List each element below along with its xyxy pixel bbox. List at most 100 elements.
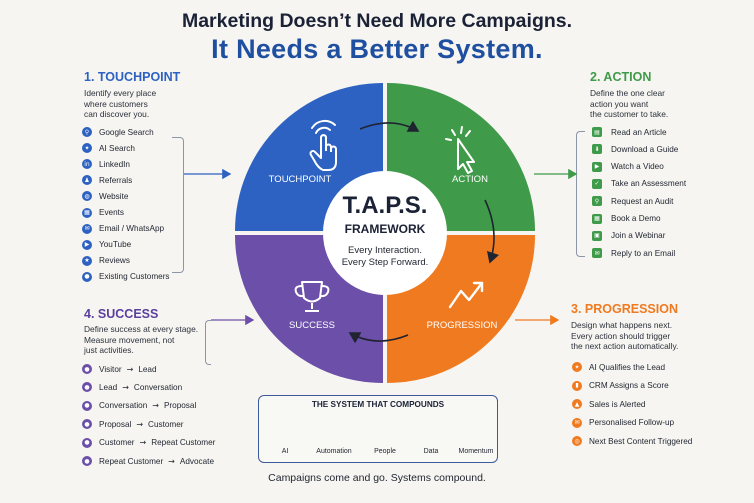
headline: Marketing Doesn’t Need More Campaigns. bbox=[181, 10, 573, 32]
flow-arrow-2 bbox=[484, 199, 500, 264]
action-heading: 2. ACTION bbox=[590, 70, 652, 84]
arrow-right-icon: → bbox=[122, 382, 129, 392]
progression-item-label: Personalised Follow-up bbox=[589, 418, 675, 428]
stage-from: Conversation bbox=[99, 401, 148, 411]
action-bracket bbox=[576, 131, 585, 257]
system-label-people: People bbox=[374, 448, 396, 455]
action-item-label: Join a Webinar bbox=[611, 231, 666, 241]
video-icon: ▶ bbox=[592, 161, 602, 172]
system-box bbox=[258, 395, 498, 463]
touchpoint-item-label: Google Search bbox=[99, 127, 154, 137]
stage-icon: ● bbox=[82, 437, 92, 448]
calendar-icon: ▦ bbox=[82, 207, 92, 218]
calendar-icon: ▦ bbox=[592, 213, 602, 224]
stage-to: Proposal bbox=[163, 401, 197, 411]
touchpoint-item-label: AI Search bbox=[99, 143, 135, 153]
stage-icon: ● bbox=[82, 364, 92, 374]
arrow-right-icon: → bbox=[152, 401, 159, 411]
framework-line-1: Every Interaction. bbox=[348, 245, 422, 256]
success-bracket bbox=[205, 320, 211, 365]
action-item-label: Reply to an Email bbox=[611, 248, 676, 258]
system-label-momentum: Momentum bbox=[458, 448, 494, 455]
stage-from: Visitor bbox=[99, 364, 122, 374]
quadrant-touchpoint-label: TOUCHPOINT bbox=[268, 174, 332, 185]
touchpoint-heading: 1. TOUCHPOINT bbox=[84, 70, 181, 84]
stage-icon: ● bbox=[82, 382, 92, 393]
touchpoint-item: ✦ AI Search bbox=[82, 143, 135, 154]
framework-line-2: Every Step Forward. bbox=[341, 257, 429, 268]
trophy-icon bbox=[294, 281, 330, 312]
action-item-label: Read an Article bbox=[611, 127, 667, 137]
user-icon: ● bbox=[82, 271, 92, 282]
system-title: THE SYSTEM THAT COMPOUNDS bbox=[311, 400, 445, 409]
search-icon: ⚲ bbox=[82, 127, 92, 137]
progression-item: ✦ AI Qualifies the Lead bbox=[572, 362, 665, 372]
sparkle-icon: ✦ bbox=[82, 143, 92, 154]
progression-item: ▮CRM Assigns a Score bbox=[572, 380, 669, 391]
action-item-label: Watch a Video bbox=[611, 162, 664, 172]
bell-icon: ▲ bbox=[572, 399, 582, 410]
linkedin-icon: in bbox=[82, 159, 92, 170]
stage-icon: ● bbox=[82, 400, 92, 411]
touchpoint-bracket bbox=[172, 137, 184, 273]
quadrant-action-label: ACTION bbox=[452, 174, 488, 185]
system-label-ai: AI bbox=[281, 448, 289, 455]
quadrant-success-label: SUCCESS bbox=[289, 320, 335, 331]
cursor-click-icon bbox=[445, 126, 475, 174]
progression-item: ✉Personalised Follow-up bbox=[572, 417, 675, 428]
stage-to: Repeat Customer bbox=[151, 438, 216, 448]
people-icon: ♟ bbox=[82, 175, 92, 186]
success-description: Define success at every stage.Measure mo… bbox=[84, 324, 199, 355]
play-icon: ▶ bbox=[82, 239, 92, 250]
success-stage-row: ●Visitor→Lead bbox=[82, 364, 157, 374]
subheadline: It Needs a Better System. bbox=[211, 34, 543, 64]
globe-icon: ◍ bbox=[82, 191, 92, 202]
progression-item: ▲ Sales is Alerted bbox=[572, 399, 646, 410]
touchpoint-item: ▦ Events bbox=[82, 207, 125, 218]
progression-item-label: Sales is Alerted bbox=[589, 399, 646, 409]
touchpoint-item: ★ Reviews bbox=[82, 255, 130, 266]
success-stage-row: ●Lead→Conversation bbox=[82, 382, 183, 393]
success-stage-row: ● Conversation → Proposal bbox=[82, 400, 197, 411]
arrow-right-icon: → bbox=[168, 456, 175, 466]
action-item: ⬇Download a Guide bbox=[592, 144, 678, 155]
action-item: ▣Join a Webinar bbox=[592, 230, 666, 241]
progression-item-label: Next Best Content Triggered bbox=[589, 436, 693, 446]
touchpoint-item-label: Events bbox=[99, 208, 125, 217]
touchpoint-item-label: Referrals bbox=[99, 175, 133, 185]
action-item: ✓Take an Assessment bbox=[592, 178, 686, 189]
success-heading: 4. SUCCESS bbox=[84, 307, 159, 321]
flow-arrow-1 bbox=[359, 120, 420, 132]
success-stage-row: ●Proposal→Customer bbox=[82, 419, 184, 430]
touchpoint-item-label: Reviews bbox=[99, 256, 130, 266]
growth-chart-icon bbox=[448, 281, 484, 309]
ai-icon: ✦ bbox=[572, 362, 582, 372]
progression-item-label: AI Qualifies the Lead bbox=[589, 362, 666, 372]
stage-to: Conversation bbox=[133, 382, 183, 392]
touch-icon bbox=[309, 119, 337, 171]
stage-to: Customer bbox=[148, 419, 184, 429]
quadrant-progression-label: PROGRESSION bbox=[426, 320, 498, 331]
action-item-label: Book a Demo bbox=[611, 214, 661, 223]
star-icon: ★ bbox=[82, 255, 92, 266]
download-icon: ⬇ bbox=[592, 144, 602, 155]
touchpoint-item: ✉Email / WhatsApp bbox=[82, 223, 165, 234]
stage-from: Customer bbox=[99, 438, 135, 448]
checklist-icon: ✓ bbox=[592, 178, 602, 189]
touchpoint-item: ⚲ Google Search bbox=[82, 127, 154, 137]
stage-from: Repeat Customer bbox=[99, 456, 164, 466]
touchpoint-item-label: Existing Customers bbox=[99, 272, 170, 282]
center-disc bbox=[323, 171, 447, 295]
score-icon: ▮ bbox=[572, 380, 582, 391]
touchpoint-item: ▶YouTube bbox=[82, 239, 131, 250]
arrow-right-icon: → bbox=[126, 364, 134, 374]
touchpoint-item: ♟ Referrals bbox=[82, 175, 133, 186]
system-label-automation: Automation bbox=[316, 448, 352, 455]
stage-from: Proposal bbox=[99, 419, 132, 429]
touchpoint-item-label: Email / WhatsApp bbox=[99, 224, 165, 234]
search-icon: ⚲ bbox=[592, 196, 602, 207]
